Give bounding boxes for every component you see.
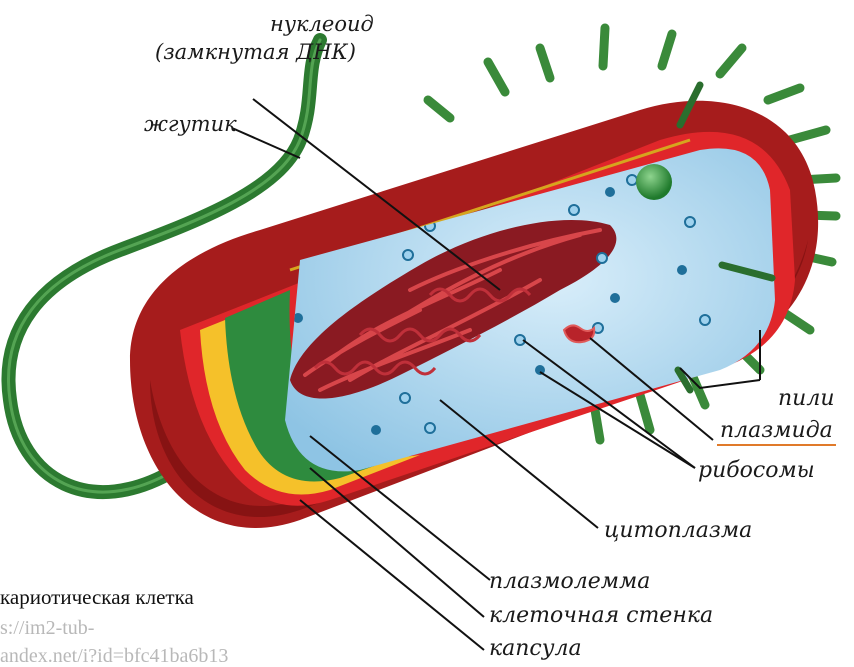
- pilus: [768, 88, 800, 100]
- ribosome: [627, 175, 637, 185]
- ribosome: [403, 250, 413, 260]
- ribosome: [400, 393, 410, 403]
- ribosome: [371, 425, 381, 435]
- pointer-flagellum: [232, 128, 300, 158]
- label-flagellum: жгутик: [144, 114, 237, 135]
- pilus: [595, 410, 600, 440]
- label-capsule: капсула: [489, 638, 582, 660]
- label-pili: пили: [778, 388, 835, 410]
- pointer-capsule: [300, 500, 484, 650]
- label-cytoplasm: цитоплазма: [604, 520, 752, 542]
- ribosome: [605, 187, 615, 197]
- granule: [636, 164, 672, 200]
- ribosome: [569, 205, 579, 215]
- pilus: [540, 48, 550, 78]
- source-url-line2: andex.net/i?id=bfc41ba6b13: [0, 646, 228, 666]
- pilus: [488, 62, 505, 92]
- label-nucleoid-sub: (замкнутая ДНК): [155, 42, 356, 63]
- ribosome: [425, 423, 435, 433]
- ribosome: [677, 265, 687, 275]
- pilus: [790, 130, 826, 140]
- label-nucleoid: нуклеоид: [270, 14, 374, 35]
- ribosome: [610, 293, 620, 303]
- pilus: [603, 28, 605, 66]
- pilus: [662, 34, 672, 66]
- caption-title: кариотическая клетка: [0, 587, 194, 608]
- label-plasmalemma: плазмолемма: [489, 571, 650, 593]
- label-ribosomes: рибосомы: [698, 460, 815, 482]
- pointer-cell-wall: [310, 468, 484, 617]
- pilus: [640, 395, 650, 430]
- ribosome: [700, 315, 710, 325]
- label-cell-wall: клеточная стенка: [489, 605, 713, 627]
- ribosome: [685, 217, 695, 227]
- source-url-line1: s://im2-tub-: [0, 618, 94, 638]
- pilus: [720, 48, 742, 74]
- label-plasmid: плазмида: [720, 420, 833, 442]
- ribosome: [597, 253, 607, 263]
- pilus: [428, 100, 450, 118]
